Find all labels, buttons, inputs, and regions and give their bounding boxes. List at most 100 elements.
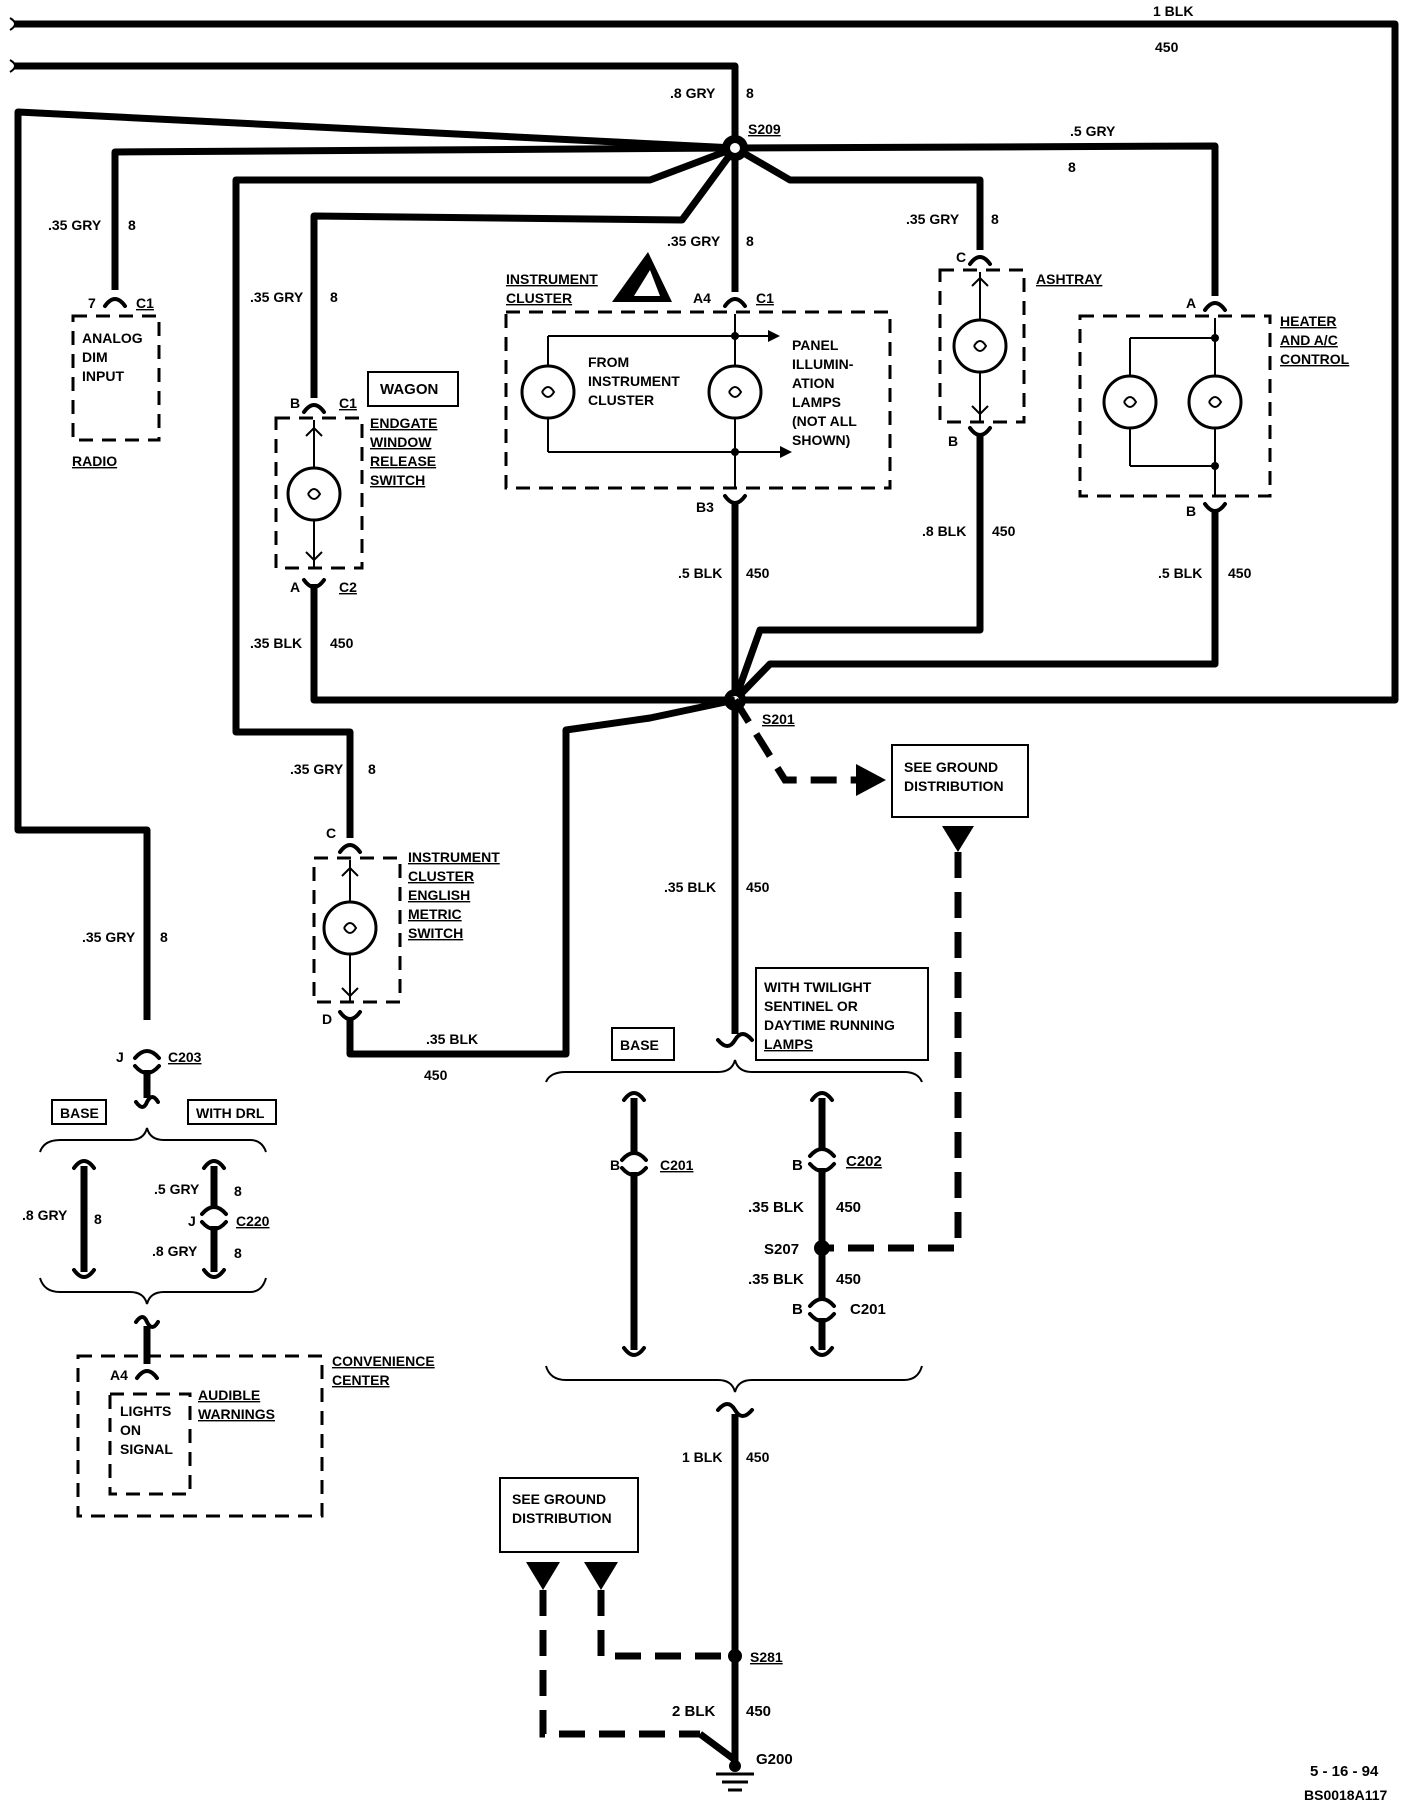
ground-note-2-line2: DISTRIBUTION: [512, 1510, 612, 1526]
convenience-center-component: [76, 1315, 324, 1518]
ground-note-1-line2: DISTRIBUTION: [904, 778, 1004, 794]
endgate-switch-component: [274, 403, 735, 704]
heater-name-3: CONTROL: [1280, 351, 1350, 367]
c203-connector: [133, 1049, 161, 1109]
ground-arrow-s201: [856, 764, 886, 796]
c201a-pin: B: [610, 1157, 620, 1173]
ashtray-pin-top: C: [956, 249, 966, 265]
convenience-inner-3: SIGNAL: [120, 1441, 173, 1457]
convenience-pin: A4: [110, 1367, 128, 1383]
endgate-name-1: ENDGATE: [370, 415, 437, 431]
footer-date: 5 - 16 - 94: [1310, 1763, 1379, 1780]
wagon-option-box: [367, 371, 459, 407]
wire-gauge-gry05-heater: .5 GRY: [1070, 123, 1116, 139]
s207-label: S207: [764, 1241, 799, 1258]
convenience-sub-2: WARNINGS: [198, 1406, 275, 1422]
wire-circuit-gry035-metric: 8: [368, 761, 376, 777]
endgate-connector-top: C1: [339, 395, 357, 411]
metric-name-4: METRIC: [408, 906, 462, 922]
c201b-name: C201: [850, 1301, 886, 1318]
g200-label: G200: [756, 1751, 793, 1768]
ground-note-1-line1: SEE GROUND: [904, 759, 998, 775]
c220-pin: J: [188, 1213, 196, 1229]
c201b-pin: B: [792, 1301, 803, 1318]
cluster-from-3: CLUSTER: [588, 392, 654, 408]
wire-circuit-blk08-ashtray: 450: [992, 523, 1016, 539]
instrument-cluster-component: [504, 297, 892, 700]
c203-pin: J: [116, 1049, 124, 1065]
base-drl-branches: [72, 1159, 228, 1279]
wire-gauge-blk035-c201: .35 BLK: [748, 1271, 804, 1288]
metric-name-3: ENGLISH: [408, 887, 470, 903]
wire-gauge-blk035-metric: .35 BLK: [426, 1031, 478, 1047]
wire-gauge-blk035-main: .35 BLK: [664, 879, 716, 895]
twilight-option-box: [755, 967, 929, 1061]
cluster-pin-top: A4: [693, 290, 711, 306]
s209-branches: [14, 108, 1219, 1020]
ground-note-box-2: [499, 1477, 639, 1553]
cluster-from-1: FROM: [588, 354, 629, 370]
wire-gauge-blk08-ashtray: .8 BLK: [922, 523, 966, 539]
footer-code: BS0018A117: [1304, 1787, 1388, 1803]
wire-circuit-gry08-base: 8: [94, 1211, 102, 1227]
option-bracket-bottom-left: [39, 1277, 267, 1305]
wire-circuit-blk035-metric: 450: [424, 1067, 448, 1083]
wire-gauge-blk05-heater: .5 BLK: [1158, 565, 1202, 581]
convenience-name-1: CONVENIENCE: [332, 1353, 435, 1369]
convenience-name-2: CENTER: [332, 1372, 390, 1388]
cluster-panel-5: (NOT ALL: [792, 413, 857, 429]
wire-circuit-gry035-cluster: 8: [746, 233, 754, 249]
wire-circuit-gry08-drl: 8: [234, 1245, 242, 1261]
c202-pin: B: [792, 1157, 803, 1174]
top-wire-gauge: 1 BLK: [1153, 3, 1193, 19]
wire-circuit-blk05-cluster: 450: [746, 565, 770, 581]
c220-name: C220: [236, 1213, 270, 1229]
radio-inner-3: INPUT: [82, 368, 124, 384]
wire-gauge-gry05-drl: .5 GRY: [154, 1181, 200, 1197]
wire-gauge-blk05-cluster: .5 BLK: [678, 565, 722, 581]
wire-circuit-gry035-ashtray: 8: [991, 211, 999, 227]
heater-pin-bottom: B: [1186, 503, 1196, 519]
wire-circuit-blk2-ground: 450: [746, 1703, 771, 1720]
c201-c202-branches: [620, 1091, 836, 1357]
s207-splice-dot: [814, 1240, 830, 1256]
ground-dash-s281: [597, 1590, 735, 1660]
cluster-panel-3: ATION: [792, 375, 835, 391]
twilight-option-2: SENTINEL OR: [764, 998, 858, 1014]
wire-gauge-blk035-endgate: .35 BLK: [250, 635, 302, 651]
heater-pin-top: A: [1186, 295, 1196, 311]
heater-name-1: HEATER: [1280, 313, 1337, 329]
wire-circuit-blk05-heater: 450: [1228, 565, 1252, 581]
ground-dash-g200: [539, 1590, 700, 1738]
endgate-name-2: WINDOW: [370, 434, 432, 450]
metric-pin-bottom: D: [322, 1011, 332, 1027]
wire-gauge-blk1-lower: 1 BLK: [682, 1449, 722, 1465]
cluster-name-1: INSTRUMENT: [506, 271, 598, 287]
top-wire-circuit: 450: [1155, 39, 1179, 55]
base-option-right: BASE: [620, 1037, 659, 1053]
ground-note-box-1: [891, 744, 1029, 818]
cluster-pin-bottom: B3: [696, 499, 714, 515]
endgate-name-3: RELEASE: [370, 453, 436, 469]
twilight-option-1: WITH TWILIGHT: [764, 979, 872, 995]
wire-gauge-gry035-ashtray: .35 GRY: [906, 211, 960, 227]
cluster-panel-6: SHOWN): [792, 432, 850, 448]
with-drl-option: WITH DRL: [196, 1105, 265, 1121]
c201a-name: C201: [660, 1157, 694, 1173]
endgate-pin-top: B: [290, 395, 300, 411]
radio-component: [71, 297, 161, 442]
wire-gauge-gry035-radio: .35 GRY: [48, 217, 102, 233]
endgate-connector-bottom: C2: [339, 579, 357, 595]
wire-gauge-gry035-endgate: .35 GRY: [250, 289, 304, 305]
heater-name-2: AND A/C: [1280, 332, 1338, 348]
endgate-pin-bottom: A: [290, 579, 300, 595]
s281-splice-dot: [728, 1649, 742, 1663]
ground-dash-s201: [732, 698, 860, 784]
cluster-connector-top: C1: [756, 290, 774, 306]
metric-pin-top: C: [326, 825, 336, 841]
ground-dash-s207: [828, 852, 962, 1252]
ground-arrow-right: [584, 1562, 618, 1590]
base-option-left: BASE: [60, 1105, 99, 1121]
c202-name: C202: [846, 1153, 882, 1170]
